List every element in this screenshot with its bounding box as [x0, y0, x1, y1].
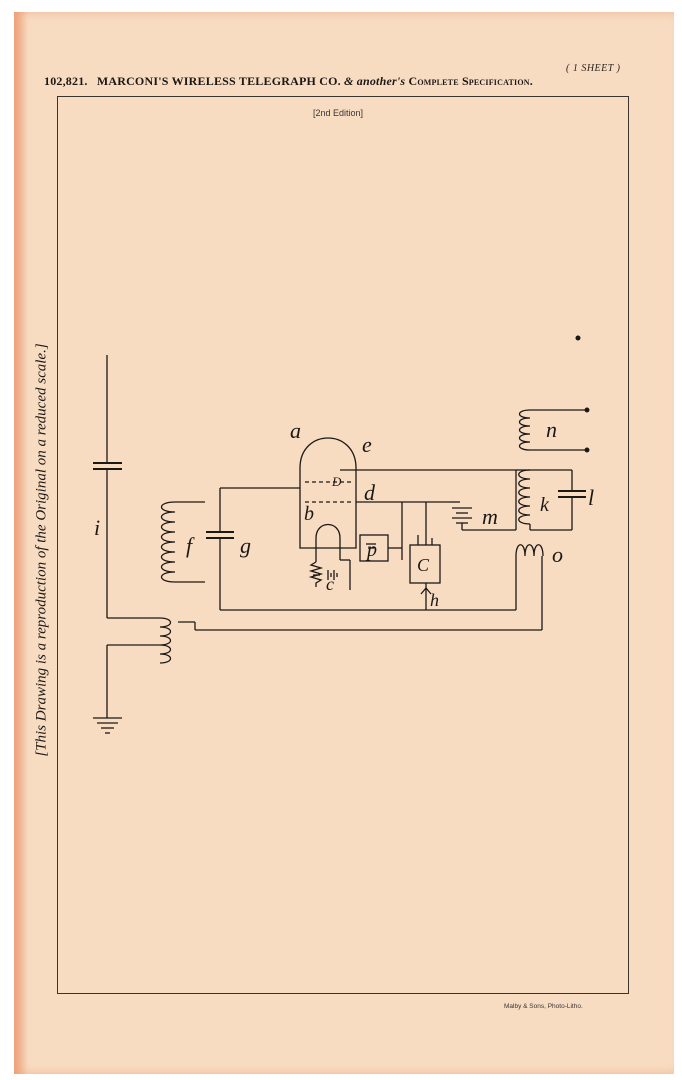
aerial-coupling-coil [106, 617, 172, 718]
edition-note: [2nd Edition] [313, 108, 364, 118]
label-k: k [540, 494, 550, 516]
label-g: g [240, 533, 251, 558]
condenser-l [530, 469, 586, 531]
label-i: i [94, 515, 100, 540]
specification-type: Complete Specification. [408, 74, 533, 88]
label-h: h [430, 590, 439, 610]
label-f: f [186, 533, 195, 558]
coupling-loop [178, 556, 543, 631]
grid-circuit [206, 487, 517, 611]
paper-sheet [14, 12, 674, 1074]
component-labels: a e D d b c f g i p C h m k l n o [94, 417, 594, 610]
label-d: d [364, 480, 376, 505]
label-b: b [304, 503, 314, 525]
drawing-frame [57, 96, 629, 994]
aerial [93, 355, 160, 619]
label-e: e [362, 432, 372, 457]
label-D: D [331, 474, 342, 489]
label-c: c [326, 574, 334, 594]
label-p: p [365, 539, 377, 561]
label-n: n [546, 417, 557, 442]
output-coil-n [518, 407, 590, 453]
sheet-count-note: ( 1 SHEET ) [566, 63, 621, 74]
label-a: a [290, 418, 301, 443]
header-ampersand: & [344, 74, 354, 88]
header-another: another's [356, 74, 406, 88]
printer-credit: Malby & Sons, Photo-Litho. [504, 1003, 583, 1010]
battery-C [409, 535, 441, 610]
document-header: 102,821. MARCONI'S WIRELESS TELEGRAPH CO… [44, 74, 644, 89]
label-o: o [552, 542, 563, 567]
potentiometer-p [359, 534, 402, 562]
valve-a [299, 437, 357, 562]
label-l: l [588, 485, 594, 510]
applicant-name: MARCONI'S WIRELESS TELEGRAPH CO. [96, 74, 341, 88]
ink-dot [575, 335, 581, 341]
earth-symbol [93, 717, 122, 734]
patent-number: 102,821. [44, 74, 88, 88]
filament-battery [308, 559, 351, 590]
plate-coil-k [515, 469, 531, 530]
plate-battery-m [450, 501, 516, 531]
label-C: C [417, 555, 430, 575]
label-m: m [482, 504, 498, 529]
tuning-coil-f [160, 501, 205, 583]
plate-circuit [340, 469, 516, 560]
paper-edge-tint [14, 12, 28, 1074]
coupling-coil-o [515, 544, 544, 557]
